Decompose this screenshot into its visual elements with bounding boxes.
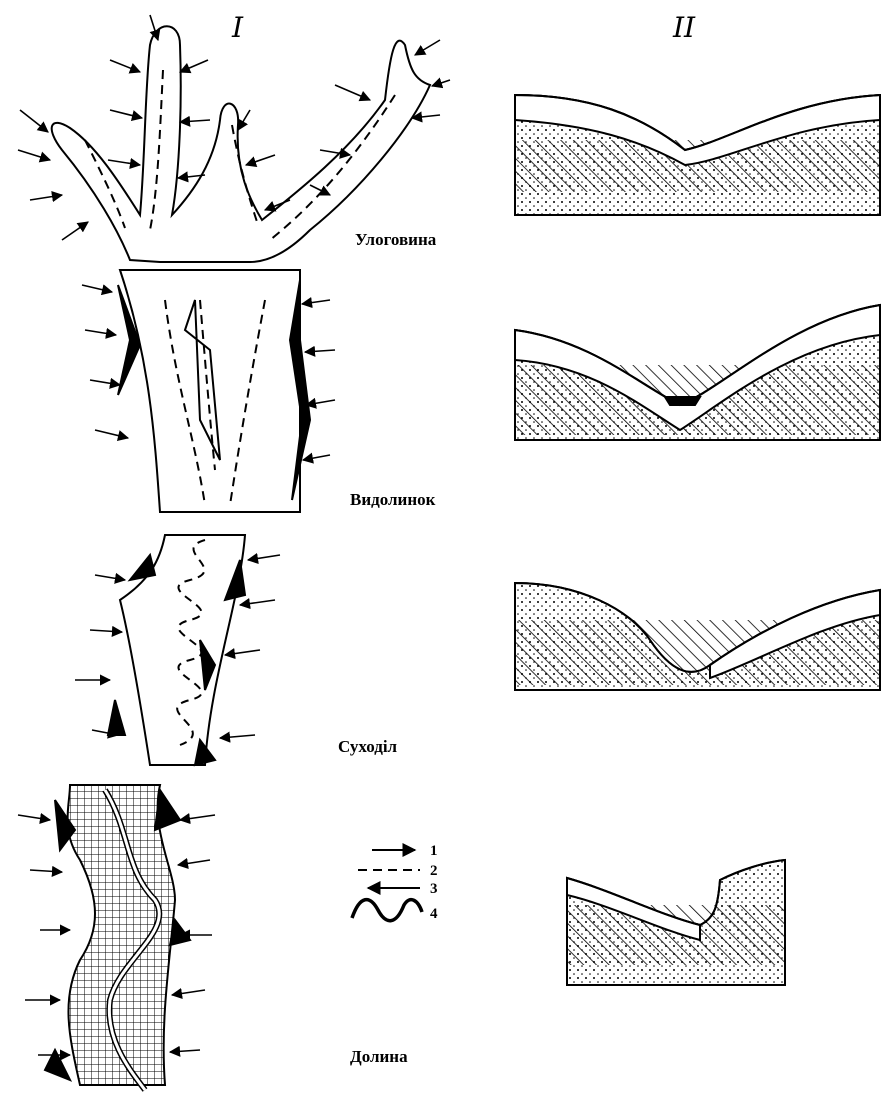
- legend-label-3: 3: [430, 881, 438, 897]
- stage-label-dolyna: Долина: [350, 1047, 408, 1066]
- section-sukhodil: [515, 583, 880, 690]
- section-dolyna: [567, 860, 785, 985]
- legend-label-4: 4: [430, 906, 438, 922]
- plan-dolyna: [18, 785, 215, 1090]
- stage-label-sukhodil: Суходіл: [338, 737, 398, 756]
- legend-label-1: 1: [430, 843, 438, 859]
- plan-uloghovyna: [18, 15, 450, 262]
- column-heading-left: I: [231, 11, 244, 44]
- legend-label-2: 2: [430, 863, 438, 879]
- legend: [352, 850, 422, 921]
- legend-symbol-4: [352, 900, 422, 921]
- stage-label-uloghovyna: Улоговина: [355, 230, 437, 249]
- stage-label-vydolynok: Видолинок: [350, 490, 436, 509]
- section-vydolynok: [515, 305, 880, 440]
- section-uloghovyna: [515, 95, 880, 215]
- plan-vydolynok: [82, 270, 335, 512]
- plan-sukhodil: [75, 535, 280, 765]
- column-heading-right: II: [672, 11, 696, 44]
